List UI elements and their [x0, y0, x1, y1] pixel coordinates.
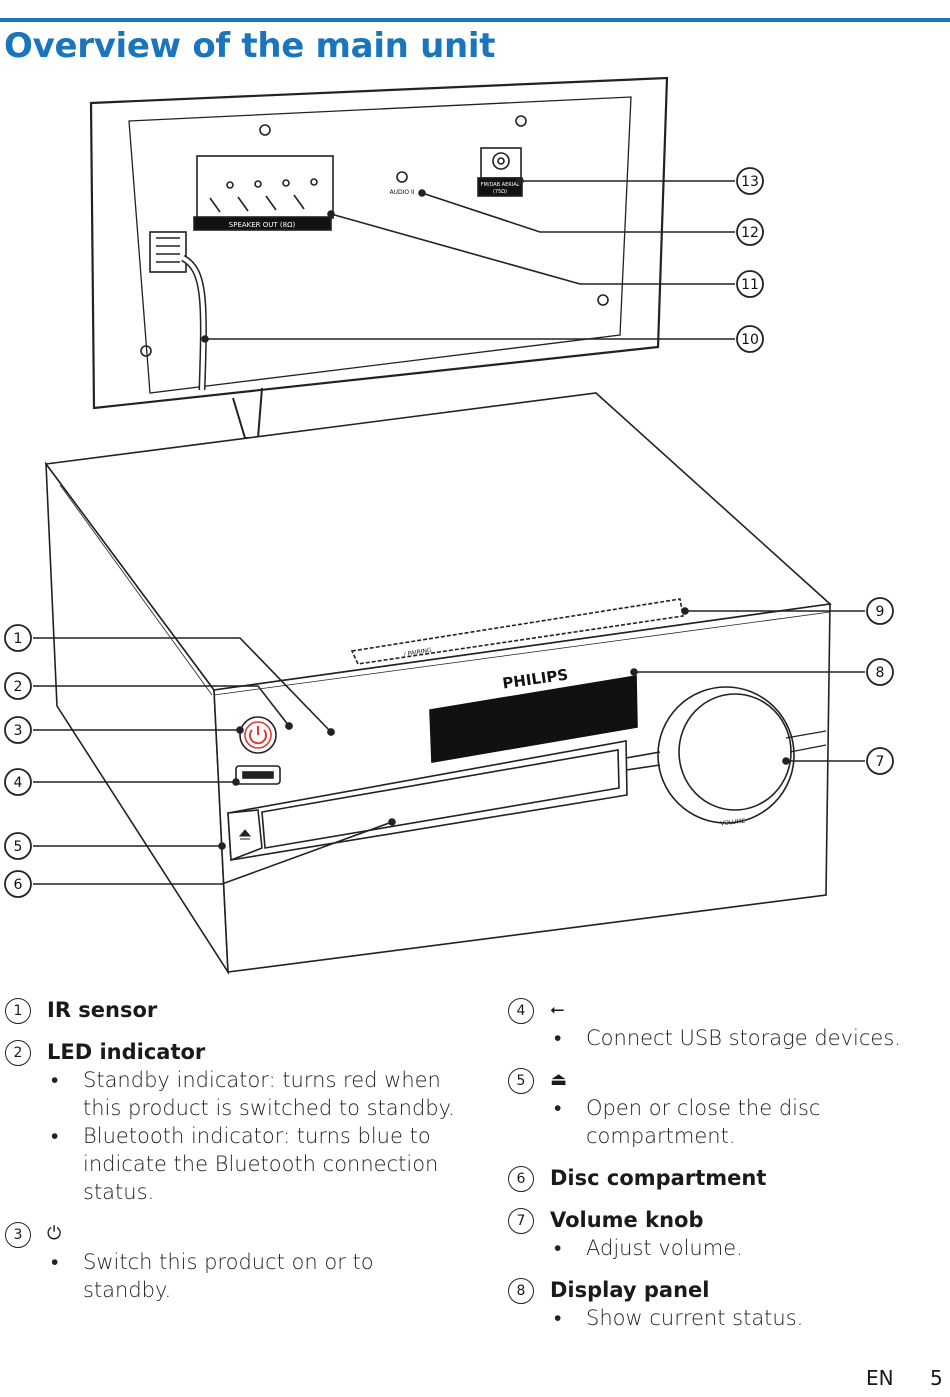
legend-bullet: Connect USB storage devices. [550, 1024, 948, 1052]
legend-title: Volume knob [550, 1208, 704, 1232]
legend-bullet: Bluetooth indicator: turns blue to indic… [47, 1122, 455, 1206]
svg-text:7: 7 [876, 754, 885, 770]
legend-title: Display panel [550, 1278, 710, 1302]
legend-bullet: Switch this product on or to standby. [47, 1248, 455, 1304]
callout-1: 1 [4, 624, 32, 652]
legend-right: 4 ⭠ Connect USB storage devices. 5 ⏏ Ope… [508, 996, 948, 1346]
legend-bullet: Open or close the disc compartment. [550, 1094, 948, 1150]
legend-number: 6 [508, 1166, 534, 1192]
unit-front [213, 603, 831, 973]
svg-text:13: 13 [741, 174, 759, 190]
volume-knob [678, 693, 792, 811]
legend-item-power: 3 ⏻ Switch this product on or to standby… [5, 1220, 455, 1304]
callout-8: 8 [866, 658, 894, 686]
speaker-out-label: SPEAKER OUT (8Ω) [229, 221, 296, 229]
legend-item-ir-sensor: 1 IR sensor [5, 996, 455, 1024]
legend-item-volume-knob: 7 Volume knob Adjust volume. [508, 1206, 948, 1262]
legend-number: 3 [5, 1222, 31, 1248]
legend-left: 1 IR sensor 2 LED indicator Standby indi… [5, 996, 455, 1318]
legend-title: IR sensor [47, 998, 158, 1022]
speaker-terminal: SPEAKER OUT (8Ω) [193, 155, 334, 231]
callout-13: 13 [736, 167, 764, 195]
display-panel [429, 675, 638, 763]
svg-text:FM/DAB AERIAL: FM/DAB AERIAL [481, 182, 520, 188]
legend-number: 8 [508, 1278, 534, 1304]
callout-9: 9 [866, 597, 894, 625]
svg-text:5: 5 [14, 839, 23, 855]
callout-4: 4 [4, 768, 32, 796]
svg-text:/ PAIRING: / PAIRING [403, 647, 432, 658]
legend-item-display-panel: 8 Display panel Show current status. [508, 1276, 948, 1332]
audio-in-jack [396, 171, 408, 183]
footer-language: EN [866, 1366, 894, 1390]
svg-text:11: 11 [741, 277, 759, 293]
usb-icon: ⭠ [550, 999, 565, 1020]
callout-6: 6 [4, 870, 32, 898]
audio-in-label: AUDIO II [389, 189, 414, 196]
svg-text:10: 10 [741, 332, 759, 348]
control-strip [350, 598, 684, 665]
legend-bullet: Adjust volume. [550, 1234, 948, 1262]
legend-item-led-indicator: 2 LED indicator Standby indicator: turns… [5, 1038, 455, 1206]
legend-item-eject: 5 ⏏ Open or close the disc compartment. [508, 1066, 948, 1150]
top-rule [0, 18, 950, 22]
svg-text:3: 3 [14, 723, 23, 739]
main-unit-diagram: SPEAKER OUT (8Ω) AUDIO II FM/DAB AERIAL … [4, 76, 894, 975]
legend-number: 1 [5, 998, 31, 1024]
power-icon: ⏻ [47, 1223, 62, 1244]
back-panel [128, 96, 632, 394]
svg-text:(75Ω): (75Ω) [493, 189, 507, 195]
eject-icon: ⏏ [550, 1069, 568, 1090]
svg-text:9: 9 [876, 604, 885, 620]
volume-label: VOLUME [720, 818, 746, 828]
legend-number: 2 [5, 1040, 31, 1066]
legend-title: LED indicator [47, 1040, 206, 1064]
svg-text:8: 8 [876, 665, 885, 681]
svg-text:12: 12 [741, 225, 759, 241]
callout-7: 7 [866, 747, 894, 775]
callout-11: 11 [736, 270, 764, 298]
page-number: 5 [930, 1366, 943, 1390]
legend-item-usb: 4 ⭠ Connect USB storage devices. [508, 996, 948, 1052]
svg-text:4: 4 [14, 775, 23, 791]
legend-number: 5 [508, 1068, 534, 1094]
callout-5: 5 [4, 832, 32, 860]
legend-bullet: Show current status. [550, 1304, 948, 1332]
svg-text:1: 1 [14, 631, 23, 647]
callout-3: 3 [4, 716, 32, 744]
legend-item-disc-compartment: 6 Disc compartment [508, 1164, 948, 1192]
legend-title: Disc compartment [550, 1166, 767, 1190]
callout-10: 10 [736, 325, 764, 353]
callout-12: 12 [736, 218, 764, 246]
legend-bullet: Standby indicator: turns red when this p… [47, 1066, 455, 1122]
svg-text:6: 6 [14, 877, 23, 893]
callout-2: 2 [4, 672, 32, 700]
legend-number: 4 [508, 998, 534, 1024]
legend-number: 7 [508, 1208, 534, 1234]
svg-text:2: 2 [14, 679, 23, 695]
page-title: Overview of the main unit [4, 26, 496, 66]
volume-knob-ring [657, 686, 795, 824]
